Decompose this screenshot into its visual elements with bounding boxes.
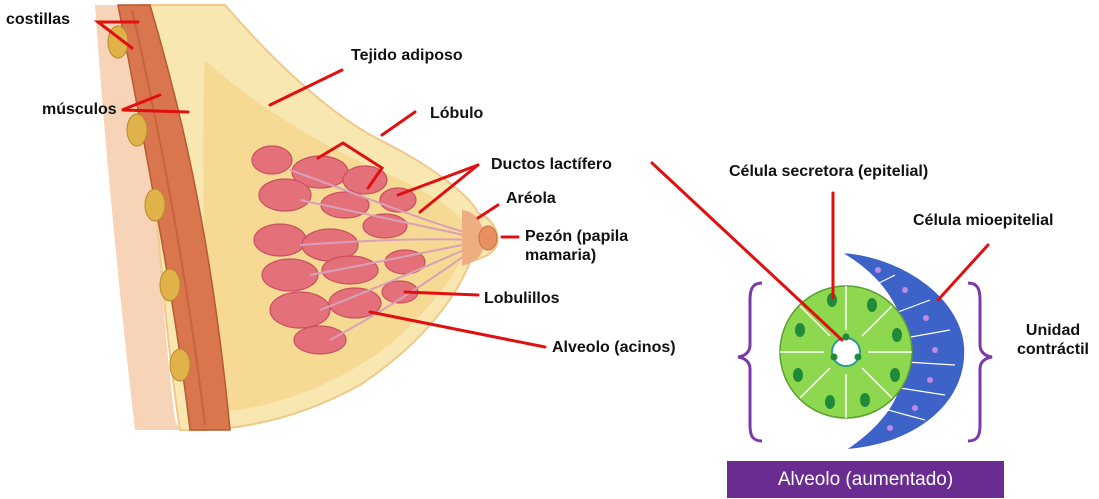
label-unidad-contractil: Unidad contráctil [1008,321,1098,359]
label-musculos: músculos [42,100,117,119]
rib [127,114,147,146]
left-bracket [738,283,762,441]
label-pezon-line1: Pezón (papila [525,227,685,246]
label-areola: Aréola [506,189,556,208]
nipple [479,226,497,250]
label-tejido-adiposo: Tejido adiposo [351,46,463,65]
label-pezon: Pezón (papila mamaria) [525,227,685,265]
label-pezon-line2: mamaria) [525,246,685,265]
enlarged-alveolus [780,252,965,450]
label-unidad-line2: contráctil [1008,340,1098,359]
label-lobulo: Lóbulo [430,104,483,123]
rib [160,269,180,301]
label-costillas: costillas [6,10,70,29]
label-lobulillos: Lobulillos [484,289,560,308]
rib [170,349,190,381]
alveolus-caption: Alveolo (aumentado) [727,461,1004,498]
pointer-areola [478,205,498,218]
label-alveolo-acinos: Alveolo (acinos) [552,338,676,357]
pointer-lobulo [382,112,415,135]
label-ductos-lactifero: Ductos lactífero [491,155,612,174]
breast-cross-section [95,5,498,430]
right-bracket [968,283,992,441]
rib [145,189,165,221]
alveolar-lumen [832,338,860,366]
label-celula-secretora: Célula secretora (epitelial) [729,162,928,181]
label-celula-mioepitelial: Célula mioepitelial [913,211,1053,230]
label-unidad-line1: Unidad [1008,321,1098,340]
